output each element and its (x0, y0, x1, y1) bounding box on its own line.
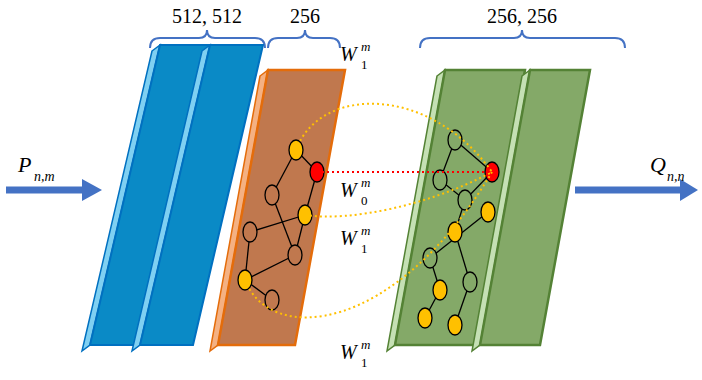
weight-superscript: m (361, 176, 370, 189)
weight-link (245, 104, 492, 318)
layer-size: 256 (290, 6, 320, 26)
weight-subscript: 1 (361, 356, 368, 369)
layer-size: 512, 512 (172, 6, 242, 26)
input-subscript: n,m (34, 170, 55, 184)
output-symbol: Q (650, 154, 666, 176)
layer-size: 256, 256 (487, 6, 557, 26)
input-symbol: P (18, 154, 31, 176)
weight-symbol: W (340, 342, 357, 362)
graph-layer (210, 70, 345, 351)
weight-superscript: m (361, 224, 370, 237)
weight-symbol: W (340, 44, 357, 64)
weight-subscript: 0 (361, 194, 368, 207)
weight-superscript: m (361, 40, 370, 53)
weight-symbol: W (340, 228, 357, 248)
weight-superscript: m (361, 338, 370, 351)
weight-symbol: W (340, 180, 357, 200)
output-subscript: n,n (667, 170, 685, 184)
weight-subscript: 1 (361, 58, 368, 71)
weight-subscript: 1 (361, 242, 368, 255)
